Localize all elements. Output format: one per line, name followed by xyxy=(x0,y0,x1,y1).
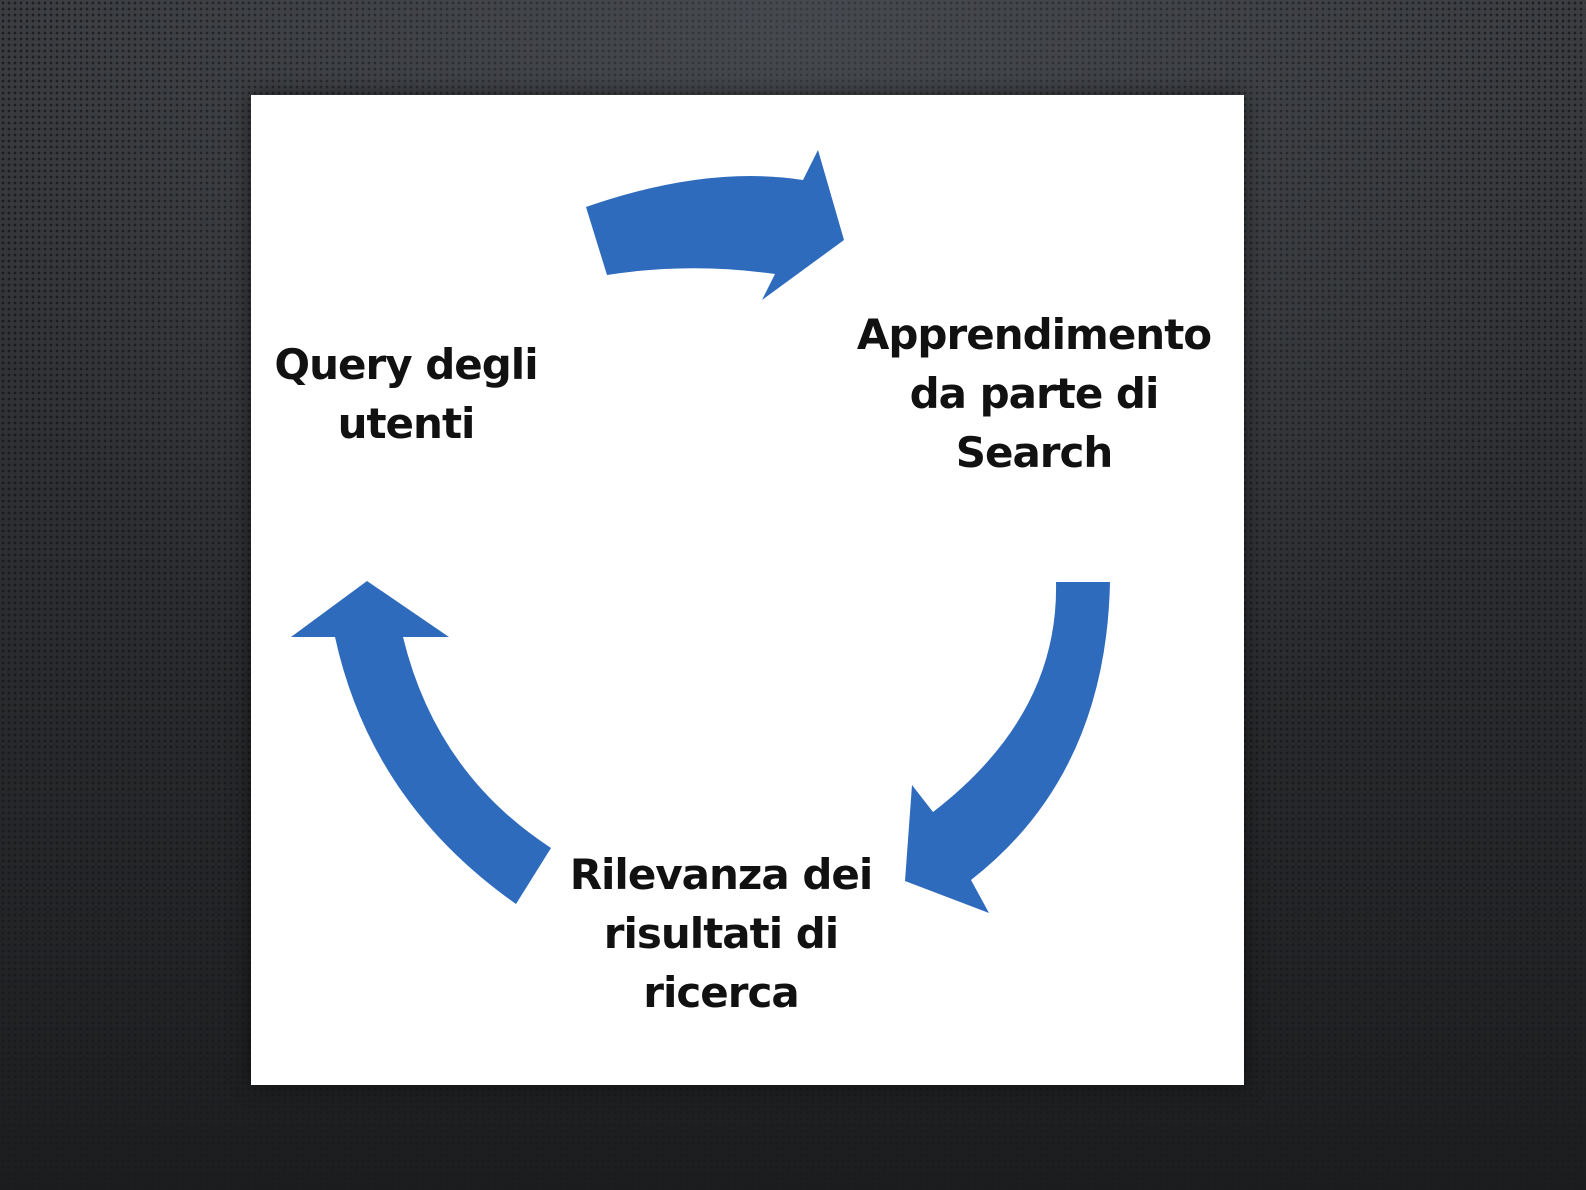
node-learning-label: Apprendimento da parte di Search xyxy=(849,305,1219,482)
node-query-label: Query degli utenti xyxy=(271,335,541,453)
arrow-relevance-to-query xyxy=(291,581,551,904)
node-relevance-line-2: risultati di xyxy=(551,904,891,963)
diagram-canvas: Query degli utenti Apprendimento da part… xyxy=(251,95,1244,1085)
node-learning-line-1: Apprendimento xyxy=(849,305,1219,364)
node-relevance-label: Rilevanza dei risultati di ricerca xyxy=(551,845,891,1022)
node-relevance-line-3: ricerca xyxy=(551,963,891,1022)
node-relevance-line-1: Rilevanza dei xyxy=(551,845,891,904)
arrow-learning-to-relevance xyxy=(905,582,1110,913)
node-learning-line-3: Search xyxy=(849,423,1219,482)
arrow-query-to-learning xyxy=(586,150,844,300)
node-query-line-2: utenti xyxy=(271,394,541,453)
node-learning-line-2: da parte di xyxy=(849,364,1219,423)
node-query-line-1: Query degli xyxy=(271,335,541,394)
